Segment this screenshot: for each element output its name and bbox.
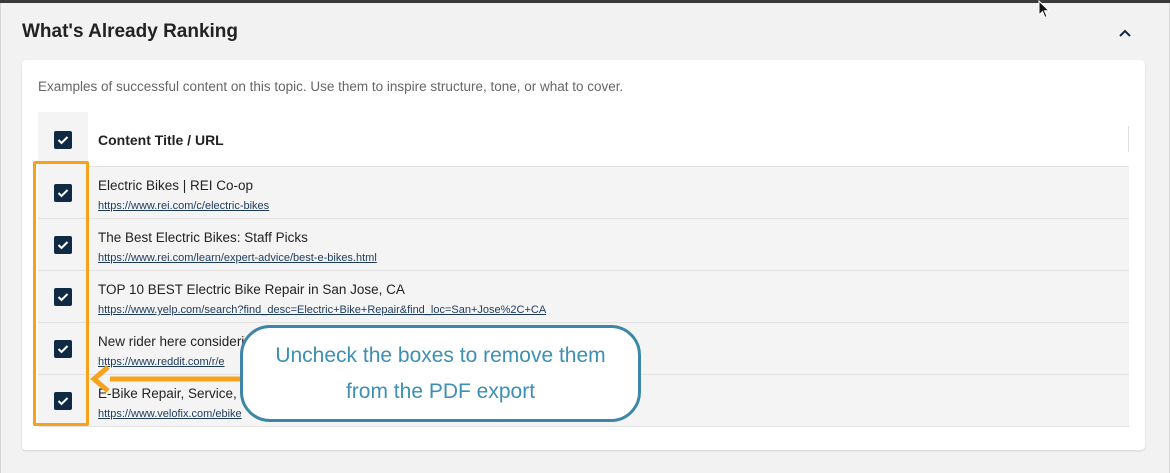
- row-title: The Best Electric Bikes: Staff Picks: [98, 230, 308, 245]
- row-title: E-Bike Repair, Service, a: [98, 386, 249, 401]
- select-all-checkbox[interactable]: [54, 130, 72, 149]
- row-url-link[interactable]: https://www.rei.com/learn/expert-advice/…: [98, 252, 377, 264]
- row-checkbox[interactable]: [54, 288, 72, 306]
- mouse-pointer-icon: [1038, 0, 1051, 19]
- row-checkbox[interactable]: [54, 392, 72, 410]
- row-checkbox[interactable]: [54, 236, 72, 254]
- table-row: The Best Electric Bikes: Staff Picks htt…: [38, 219, 1129, 271]
- row-checkbox[interactable]: [54, 184, 72, 202]
- checkmark-icon: [57, 241, 69, 250]
- content-table: Content Title / URL Electric Bikes | REI…: [38, 112, 1129, 427]
- top-divider: [0, 0, 1170, 3]
- row-checkbox-cell: [38, 375, 88, 427]
- row-title: TOP 10 BEST Electric Bike Repair in San …: [98, 282, 405, 297]
- table-row: Electric Bikes | REI Co-op https://www.r…: [38, 167, 1129, 219]
- collapse-button[interactable]: [1113, 21, 1137, 45]
- row-checkbox-cell: [38, 167, 88, 219]
- row-checkbox-cell: [38, 271, 88, 323]
- row-url-link[interactable]: https://www.reddit.com/r/e: [98, 356, 225, 368]
- checkmark-icon: [57, 189, 69, 198]
- checkmark-icon: [57, 135, 69, 144]
- section-intro: Examples of successful content on this t…: [38, 79, 624, 94]
- column-header-title: Content Title / URL: [98, 132, 224, 148]
- column-divider: [1128, 126, 1129, 152]
- checkmark-icon: [57, 345, 69, 354]
- checkmark-icon: [57, 397, 69, 406]
- table-row: TOP 10 BEST Electric Bike Repair in San …: [38, 271, 1129, 323]
- row-checkbox-cell: [38, 219, 88, 271]
- callout-text: Uncheck the boxes to remove them from th…: [275, 343, 606, 403]
- row-url-link[interactable]: https://www.yelp.com/search?find_desc=El…: [98, 304, 547, 316]
- chevron-up-icon: [1119, 29, 1131, 37]
- checkmark-icon: [57, 293, 69, 302]
- row-checkbox[interactable]: [54, 340, 72, 358]
- header-checkbox-cell: [38, 112, 88, 167]
- annotation-callout: Uncheck the boxes to remove them from th…: [240, 325, 641, 422]
- row-title: New rider here consideri: [98, 334, 245, 349]
- row-checkbox-cell: [38, 323, 88, 375]
- section-title: What's Already Ranking: [22, 21, 239, 42]
- row-url-link[interactable]: https://www.velofix.com/ebike: [98, 408, 242, 420]
- row-url-link[interactable]: https://www.rei.com/c/electric-bikes: [98, 200, 270, 212]
- row-title: Electric Bikes | REI Co-op: [98, 178, 254, 193]
- table-header: Content Title / URL: [38, 112, 1129, 167]
